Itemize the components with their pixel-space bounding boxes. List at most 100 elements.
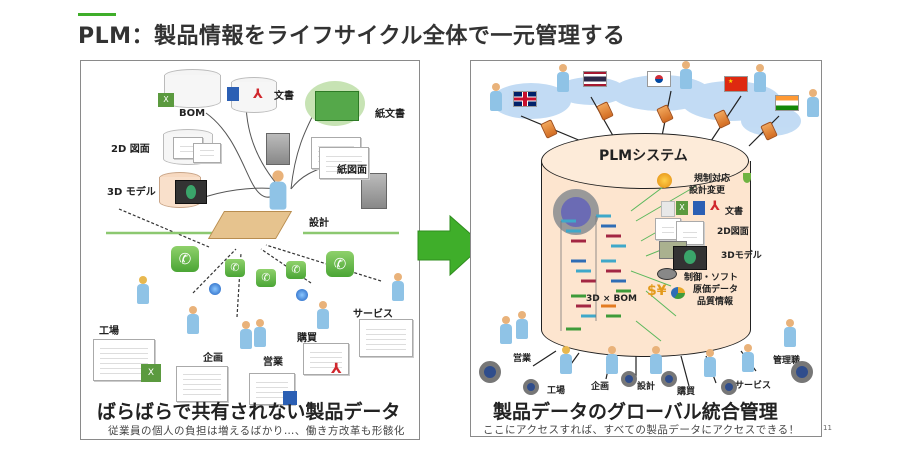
right-caption: 製品データのグローバル統合管理 (493, 401, 778, 423)
label-bom: BOM (179, 108, 206, 119)
purchasing-figure (316, 301, 330, 329)
plm-system-label: PLMシステム (599, 148, 688, 164)
right-sub-caption: ここにアクセスすれば、すべての製品データにアクセスできる！ (483, 424, 800, 436)
label-planning: 企画 (203, 353, 223, 364)
factory-figure (559, 346, 573, 374)
worker-figure (556, 64, 570, 92)
phone-icon: ✆ (256, 269, 276, 287)
right-arrow-icon (417, 214, 484, 277)
paper-drawing-sheet (249, 373, 295, 405)
file-drawer-icon (315, 91, 359, 121)
plm-cylinder-top (541, 133, 749, 189)
pdf-icon: ⅄ (253, 87, 263, 102)
label-planning: 企画 (591, 382, 610, 392)
label-quality-info: 品質情報 (697, 297, 734, 307)
label-factory: 工場 (99, 326, 119, 337)
label-design: 設計 (637, 382, 656, 392)
paper-drawing-sheet (359, 319, 413, 357)
file-cabinet-icon (361, 173, 387, 209)
pdf-icon: ⅄ (710, 199, 720, 214)
product-ring-icon (721, 379, 737, 395)
label-sales: 営業 (263, 357, 283, 368)
label-service: サービス (735, 381, 772, 391)
sales-figure (239, 321, 253, 349)
green-funnel-icon (743, 173, 751, 183)
sales-figure (515, 311, 529, 339)
label-factory: 工場 (547, 386, 566, 396)
drawing-2d-storage (163, 129, 221, 165)
worker-figure (753, 64, 767, 92)
label-paper-docs: 紙文書 (375, 109, 405, 120)
link-factory (118, 208, 210, 248)
file-cabinet-icon (266, 133, 290, 165)
management-figure (783, 319, 797, 347)
word-icon (283, 391, 297, 405)
excel-icon: X (158, 93, 174, 107)
link-planning (192, 248, 237, 294)
link-service (265, 244, 382, 282)
label-3d-model: 3Dモデル (721, 251, 762, 261)
left-sub-caption: 従業員の個人の負担は増えるばかり…、働き方改革も形骸化 (108, 425, 405, 437)
label-2d-drawing: 2D 図面 (111, 144, 150, 155)
currency-icon: $¥ (647, 283, 667, 299)
word-icon (227, 87, 239, 101)
phone-icon: ✆ (225, 259, 245, 277)
link-sales (236, 252, 242, 318)
3d-model-screen (175, 180, 207, 204)
label-docs: 文書 (274, 91, 294, 102)
left-panel-scattered-data: X BOM ⅄ 文書 紙文書 2D 図面 紙図面 3D モデル 設計 ✆ (80, 60, 420, 440)
control-device-icon (657, 268, 677, 280)
label-service: サービス (353, 309, 393, 320)
label-3d-model: 3D モデル (107, 187, 156, 198)
label-design-change: 設計変更 (689, 186, 726, 196)
label-docs: 文書 (725, 207, 744, 217)
phone-icon: ✆ (286, 261, 306, 279)
label-3d-bom: 3D × BOM (586, 294, 638, 304)
document-icon (661, 201, 675, 217)
sales-figure (499, 316, 513, 344)
label-management: 管理職 (773, 356, 801, 366)
drawing-2d-icon (676, 221, 704, 245)
planner-figure (186, 306, 200, 334)
globe-icon (209, 283, 221, 295)
thailand-flag-icon (583, 71, 607, 87)
page-number: 11 (823, 424, 832, 432)
india-flag-icon (775, 95, 799, 111)
factory-worker-figure (136, 276, 150, 304)
page-title: PLM：製品情報をライフサイクル全体で一元管理する (78, 24, 626, 49)
product-ring-icon (479, 361, 501, 383)
label-regulation: 規制対応 (694, 174, 731, 184)
excel-icon: X (141, 364, 161, 382)
uk-flag-icon (513, 91, 537, 107)
worker-figure (489, 83, 503, 111)
model-3d-icon (673, 246, 707, 270)
design-figure (649, 346, 663, 374)
service-figure (741, 344, 755, 372)
label-cost-data: 原価データ (693, 285, 739, 295)
product-ring-icon (791, 361, 813, 383)
service-figure (391, 273, 405, 301)
product-ring-icon (621, 371, 637, 387)
docs-storage: ⅄ (227, 77, 277, 113)
sales-figure (253, 319, 267, 347)
purchasing-figure (703, 349, 717, 377)
bom-tree (560, 214, 631, 331)
product-ring-icon (661, 371, 677, 387)
label-control-software: 制御・ソフト (684, 273, 739, 283)
label-purchasing: 購買 (297, 333, 317, 344)
paper-drawing-sheet (176, 366, 228, 402)
link-sales (532, 350, 557, 367)
right-panel-integrated-data: ★ PLMシステム (470, 60, 822, 437)
model-3d-storage (159, 172, 207, 208)
paper-docs-drawer (305, 81, 365, 126)
label-2d-drawing: 2D図面 (717, 227, 749, 237)
paper-drawing-sheet (319, 147, 369, 179)
left-caption: ばらばらで共有されない製品データ (97, 401, 401, 423)
bom-storage: X (158, 69, 221, 109)
phone-icon: ✆ (171, 246, 199, 272)
worker-figure (806, 89, 820, 117)
excel-icon: X (676, 201, 688, 215)
china-flag-icon: ★ (724, 76, 748, 92)
label-paper-drawing: 紙図面 (337, 165, 367, 176)
label-design: 設計 (309, 218, 329, 229)
